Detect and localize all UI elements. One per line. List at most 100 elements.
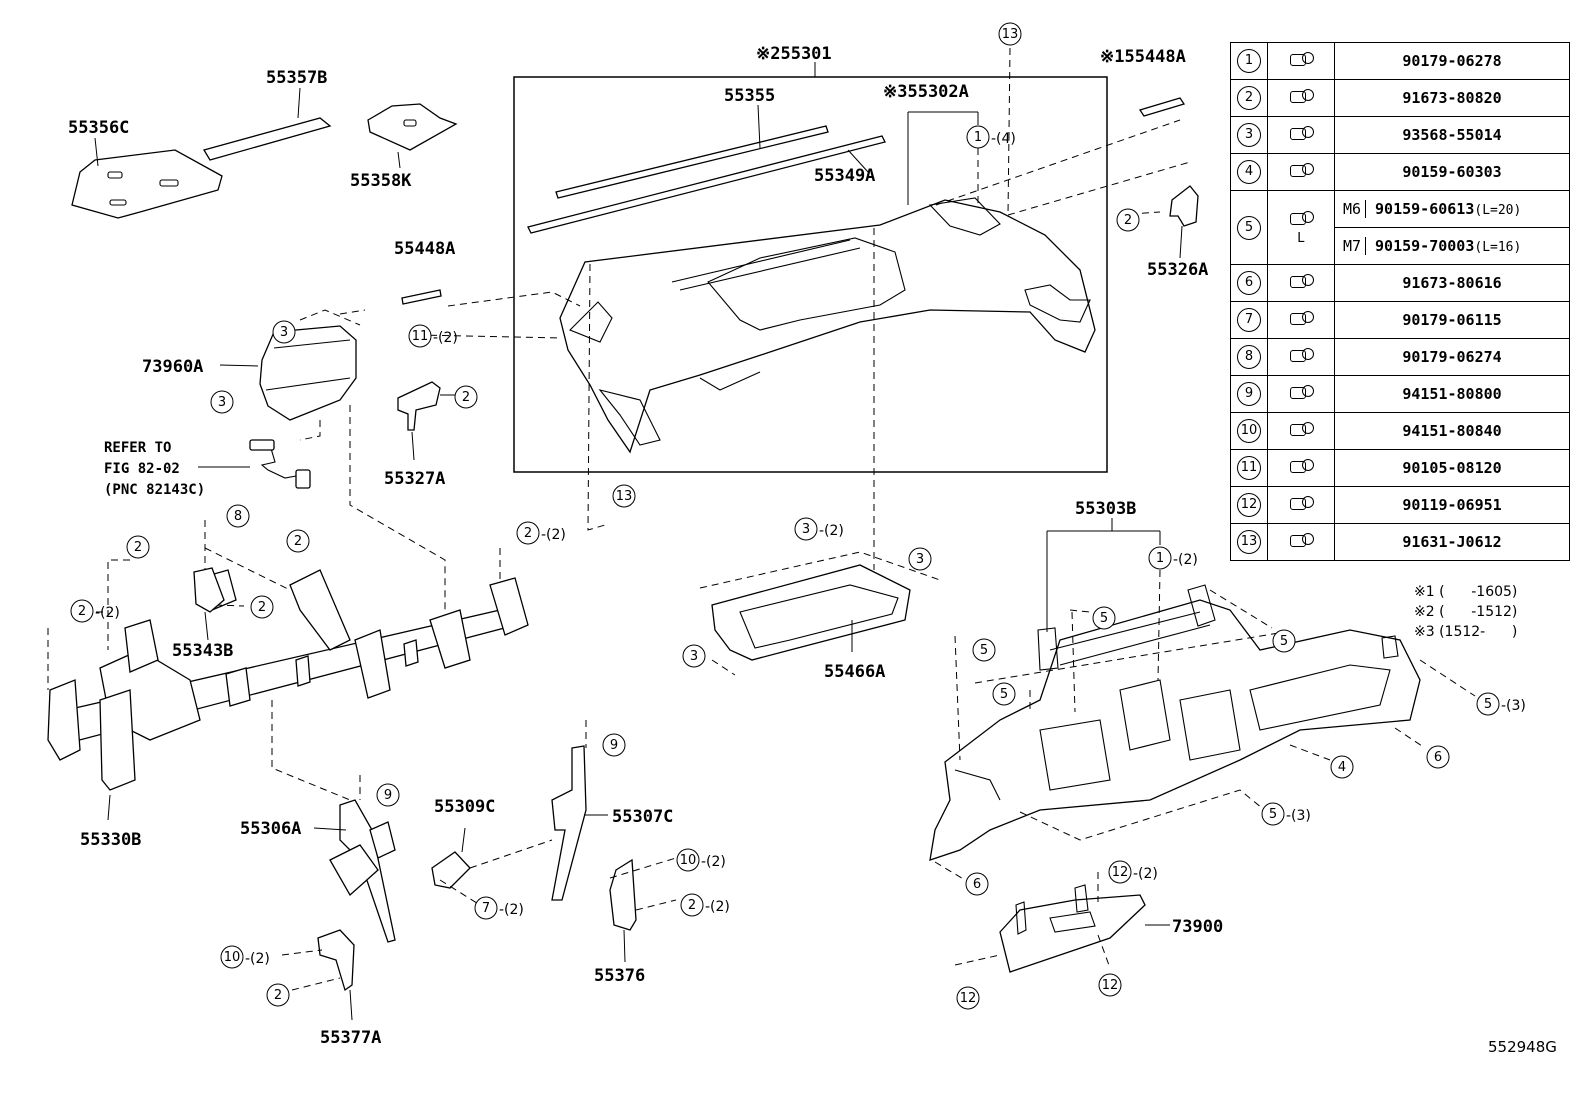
bracket-55309c <box>431 827 471 889</box>
screw-icon <box>1288 161 1314 179</box>
fastener-part-number: 91673-80616 <box>1334 264 1570 302</box>
svg-text:3: 3 <box>802 522 810 537</box>
screw-icon <box>1288 494 1314 512</box>
row-number: 8 <box>1237 345 1261 369</box>
panel-pad-55349a <box>527 135 886 234</box>
row-number: 2 <box>1237 86 1261 110</box>
svg-text:2: 2 <box>294 534 302 549</box>
callout-5-f: 5-(3) <box>1261 802 1311 826</box>
fastener-part-number: 90179-06278 <box>1334 42 1570 80</box>
bolt-size-label: M6 <box>1339 200 1366 218</box>
svg-text:10: 10 <box>224 950 241 965</box>
strip-55448a-right <box>1138 97 1186 117</box>
part-number-55376: 55376 <box>594 966 645 986</box>
part-number-55448a-top: ※155448A <box>1100 47 1186 67</box>
callout-12-a: 12 -(2) <box>1108 860 1158 884</box>
bracket-55377a <box>317 929 355 1021</box>
svg-text:-(2): -(2) <box>701 854 726 870</box>
callout-3-airbag-left: 3 <box>210 390 234 414</box>
svg-text:8: 8 <box>234 509 242 524</box>
svg-text:2: 2 <box>78 604 86 619</box>
callout-1-top: 1-(4) <box>966 125 1016 149</box>
callout-9-b: 9 <box>602 733 626 757</box>
cluster-finish-panel-55466a <box>711 564 911 661</box>
svg-text:-(2): -(2) <box>1133 866 1158 882</box>
bracket-55326a <box>1169 185 1199 259</box>
part-number-55330b: 55330B <box>80 830 141 850</box>
footnote-3: ※3 (1512- ) <box>1414 624 1518 640</box>
row-number: 1 <box>1237 49 1261 73</box>
pad-55358k <box>367 103 458 169</box>
bracket-55327a <box>397 381 456 461</box>
row-number: 7 <box>1237 308 1261 332</box>
callout-5-d: 5 <box>992 682 1016 706</box>
instrument-panel-safety-pad <box>559 197 1096 454</box>
fastener-part-number: 90119-06951 <box>1334 486 1570 524</box>
refer-note-line3: (PNC 82143C) <box>104 482 205 498</box>
part-number-55326a: 55326A <box>1147 260 1208 280</box>
length-note: (L=16) <box>1474 240 1522 255</box>
svg-text:5: 5 <box>1484 697 1492 712</box>
svg-text:10: 10 <box>680 853 697 868</box>
diagram-id: 552948G <box>1488 1038 1557 1056</box>
fastener-part-number: 94151-80840 <box>1334 412 1570 450</box>
svg-text:-(2): -(2) <box>499 902 524 918</box>
row-number: 12 <box>1237 493 1261 517</box>
part-number-55377a: 55377A <box>320 1028 381 1048</box>
callout-2-55376: 2-(2) <box>680 893 730 917</box>
bracket-55306a <box>313 799 396 943</box>
fastener-part-number: 91673-80820 <box>1334 79 1570 117</box>
row-number: 11 <box>1237 456 1261 480</box>
part-number-55358k: 55358K <box>350 171 412 191</box>
svg-text:3: 3 <box>690 649 698 664</box>
screw-icon <box>1288 272 1314 290</box>
callout-3-airbag-top: 3 <box>272 320 296 344</box>
callout-2-beam-d: 2-(2) <box>70 599 120 623</box>
table-row: 13 91631-J0612 <box>1230 523 1570 561</box>
part-number-55302a: ※355302A <box>883 82 969 102</box>
part-number-55327a: 55327A <box>384 469 445 489</box>
part-number-55349a: 55349A <box>814 166 875 186</box>
svg-text:13: 13 <box>1002 27 1019 42</box>
part-number-55303b: 55303B <box>1075 499 1136 519</box>
svg-text:-(2): -(2) <box>245 951 270 967</box>
svg-text:9: 9 <box>610 738 618 753</box>
svg-text:11: 11 <box>412 329 429 344</box>
svg-text:4: 4 <box>1338 760 1346 775</box>
svg-text:5: 5 <box>1000 687 1008 702</box>
part-number-55448a: 55448A <box>394 239 455 259</box>
callout-2-55343b: 2 <box>250 595 274 619</box>
fastener-part-number: 91631-J0612 <box>1334 523 1570 561</box>
svg-text:-(2): -(2) <box>541 527 566 543</box>
nut-icon <box>1288 383 1314 401</box>
part-number-55309c: 55309C <box>434 797 495 817</box>
row-number: 13 <box>1237 530 1261 554</box>
svg-text:7: 7 <box>482 901 490 916</box>
callout-2-55377a: 2 <box>266 983 290 1007</box>
svg-text:12: 12 <box>1102 978 1119 993</box>
svg-text:2: 2 <box>524 526 532 541</box>
length-note: (L=20) <box>1474 203 1522 218</box>
callout-6-a: 6 <box>1426 745 1450 769</box>
table-row: 12 90119-06951 <box>1230 486 1570 524</box>
bracket-55307c <box>551 745 608 901</box>
callout-5-a: 5 <box>1092 606 1116 630</box>
clip-nut-icon <box>1288 50 1314 68</box>
fastener-part-number: 93568-55014 <box>1334 116 1570 154</box>
footnote-2: ※2 ( -1512) <box>1414 604 1518 620</box>
length-dimension-label: L <box>1297 231 1305 246</box>
svg-text:-(2): -(2) <box>819 523 844 539</box>
svg-text:12: 12 <box>1112 865 1129 880</box>
part-number-55307c: 55307C <box>612 807 673 827</box>
airbag-73960a <box>219 309 361 421</box>
svg-text:1: 1 <box>1156 551 1164 566</box>
lower-instrument-panel-55303b <box>929 584 1421 861</box>
refer-note-line1: REFER TO <box>104 440 171 456</box>
svg-text:3: 3 <box>916 552 924 567</box>
screw-icon <box>1288 87 1314 105</box>
callout-2-55327a: 2 <box>454 385 478 409</box>
svg-text:-(3): -(3) <box>1501 698 1526 714</box>
